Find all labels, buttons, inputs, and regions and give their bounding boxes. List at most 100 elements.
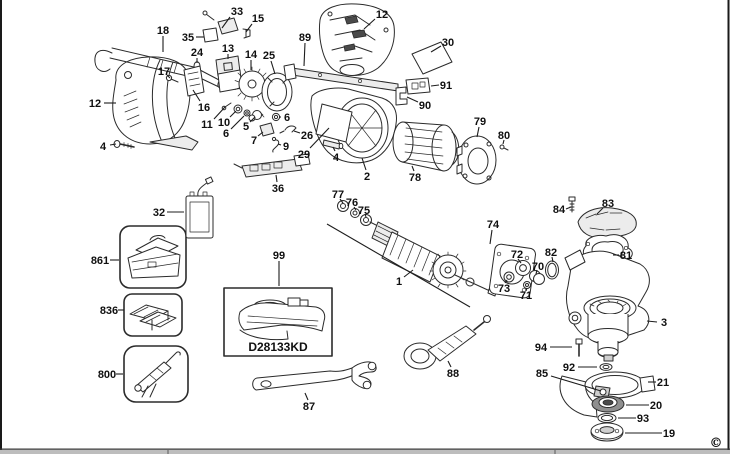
leader-line-11 (213, 106, 226, 120)
top-housing-cover-drawing (319, 3, 395, 76)
leader-line-30 (430, 45, 442, 53)
part-callout-84: 84 (553, 204, 566, 216)
leader-line-72 (517, 258, 522, 264)
leader-line-90 (406, 96, 419, 103)
part-callout-4: 4 (333, 152, 340, 164)
guard-kit-model-label: D28133KD (248, 340, 308, 354)
part-callout-9: 9 (283, 141, 289, 153)
part-callout-11: 11 (201, 119, 213, 131)
tray-drawing (123, 293, 183, 337)
bearing-flange-drawing (456, 135, 509, 185)
part-callout-92: 92 (563, 362, 575, 374)
grease-gun-drawing (123, 345, 189, 403)
module-drawing (185, 176, 214, 239)
kitbox-drawing (119, 225, 187, 289)
part-callout-800: 800 (98, 369, 116, 381)
leader-line-87 (304, 392, 309, 401)
armature-assembly-drawing (326, 200, 497, 308)
part-callout-3: 3 (661, 317, 667, 329)
bottom-scroll-strip (0, 450, 730, 454)
part-callout-30: 30 (442, 37, 454, 49)
switch-and-bracket-drawing (395, 77, 431, 106)
leader-line-78 (411, 165, 415, 172)
side-handle-drawing (403, 315, 491, 370)
part-callout-1: 1 (396, 276, 402, 288)
part-callout-77: 77 (332, 189, 344, 201)
label-plate-drawing (411, 41, 453, 75)
callout-leader-lines (104, 16, 662, 434)
part-callout-74: 74 (487, 219, 500, 231)
copyright-icon: © (710, 436, 723, 451)
leader-line-26 (293, 130, 301, 134)
leader-line-89 (303, 42, 306, 67)
leader-line-4 (109, 143, 117, 146)
leader-line-91 (430, 84, 440, 87)
bottom-border (0, 448, 730, 450)
inner-flange-and-spacers-drawing (488, 243, 559, 299)
part-callout-836: 836 (100, 305, 118, 317)
part-callout-90: 90 (419, 100, 431, 112)
leader-line-17 (166, 74, 171, 79)
leader-line-85 (550, 375, 602, 392)
wheel-guard-drawing (559, 371, 656, 418)
leader-line-33 (221, 16, 231, 29)
leader-line-76 (353, 206, 357, 211)
housing-screw-drawing (113, 140, 135, 149)
brush-holder-fan-drawing (193, 55, 293, 112)
leader-line-5 (249, 116, 256, 123)
leader-line-25 (270, 60, 276, 75)
leader-line-88 (447, 360, 452, 368)
leader-line-4 (332, 146, 336, 152)
part-callout-35: 35 (182, 32, 194, 44)
part-callout-85: 85 (536, 368, 548, 380)
part-callout-14: 14 (245, 49, 258, 61)
leader-line-1 (403, 269, 414, 278)
leader-line-3 (646, 320, 658, 323)
leader-line-15 (245, 23, 253, 33)
part-callout-76: 76 (346, 197, 358, 209)
part-callout-80: 80 (498, 130, 510, 142)
part-callout-71: 71 (520, 290, 532, 302)
part-callout-29: 29 (298, 149, 310, 161)
part-callout-18: 18 (157, 25, 169, 37)
part-callout-13: 13 (222, 43, 234, 55)
gear-case-drawing (564, 249, 650, 371)
leader-line-16 (192, 89, 201, 102)
leader-line-80 (502, 139, 505, 145)
part-callout-72: 72 (511, 249, 523, 261)
part-callout-78: 78 (409, 172, 421, 184)
part-callout-83: 83 (602, 198, 614, 210)
part-callout-70: 70 (532, 261, 544, 273)
leader-line-82 (551, 256, 554, 263)
field-coil-drawing (392, 121, 460, 172)
part-callout-75: 75 (358, 205, 370, 217)
leader-line-12 (363, 18, 376, 30)
right-border (727, 0, 730, 450)
part-callout-4: 4 (100, 141, 107, 153)
flange-washer-nut-drawing (590, 395, 625, 442)
part-callout-25: 25 (263, 50, 275, 62)
terminal-strip-drawing (233, 153, 311, 178)
field-bar-drawing (283, 63, 399, 92)
part-callout-24: 24 (191, 47, 204, 59)
pin-wrench-drawing (252, 361, 377, 391)
leader-line-70 (535, 269, 538, 275)
part-callout-5: 5 (243, 121, 249, 133)
part-callout-79: 79 (474, 116, 486, 128)
leader-line-6 (230, 115, 245, 130)
part-callout-36: 36 (272, 183, 284, 195)
part-callout-26: 26 (301, 130, 313, 142)
leader-line-71 (525, 287, 528, 292)
leader-line-7 (257, 131, 264, 137)
leader-line-9 (277, 143, 282, 146)
small-hardware-drawing (221, 102, 297, 153)
leader-line-83 (596, 207, 604, 215)
part-callout-32: 32 (153, 207, 165, 219)
part-callout-88: 88 (447, 368, 459, 380)
part-callout-33: 33 (231, 6, 243, 18)
leader-line-75 (364, 213, 367, 218)
part-callout-15: 15 (252, 13, 264, 25)
part-callout-861: 861 (91, 255, 109, 267)
